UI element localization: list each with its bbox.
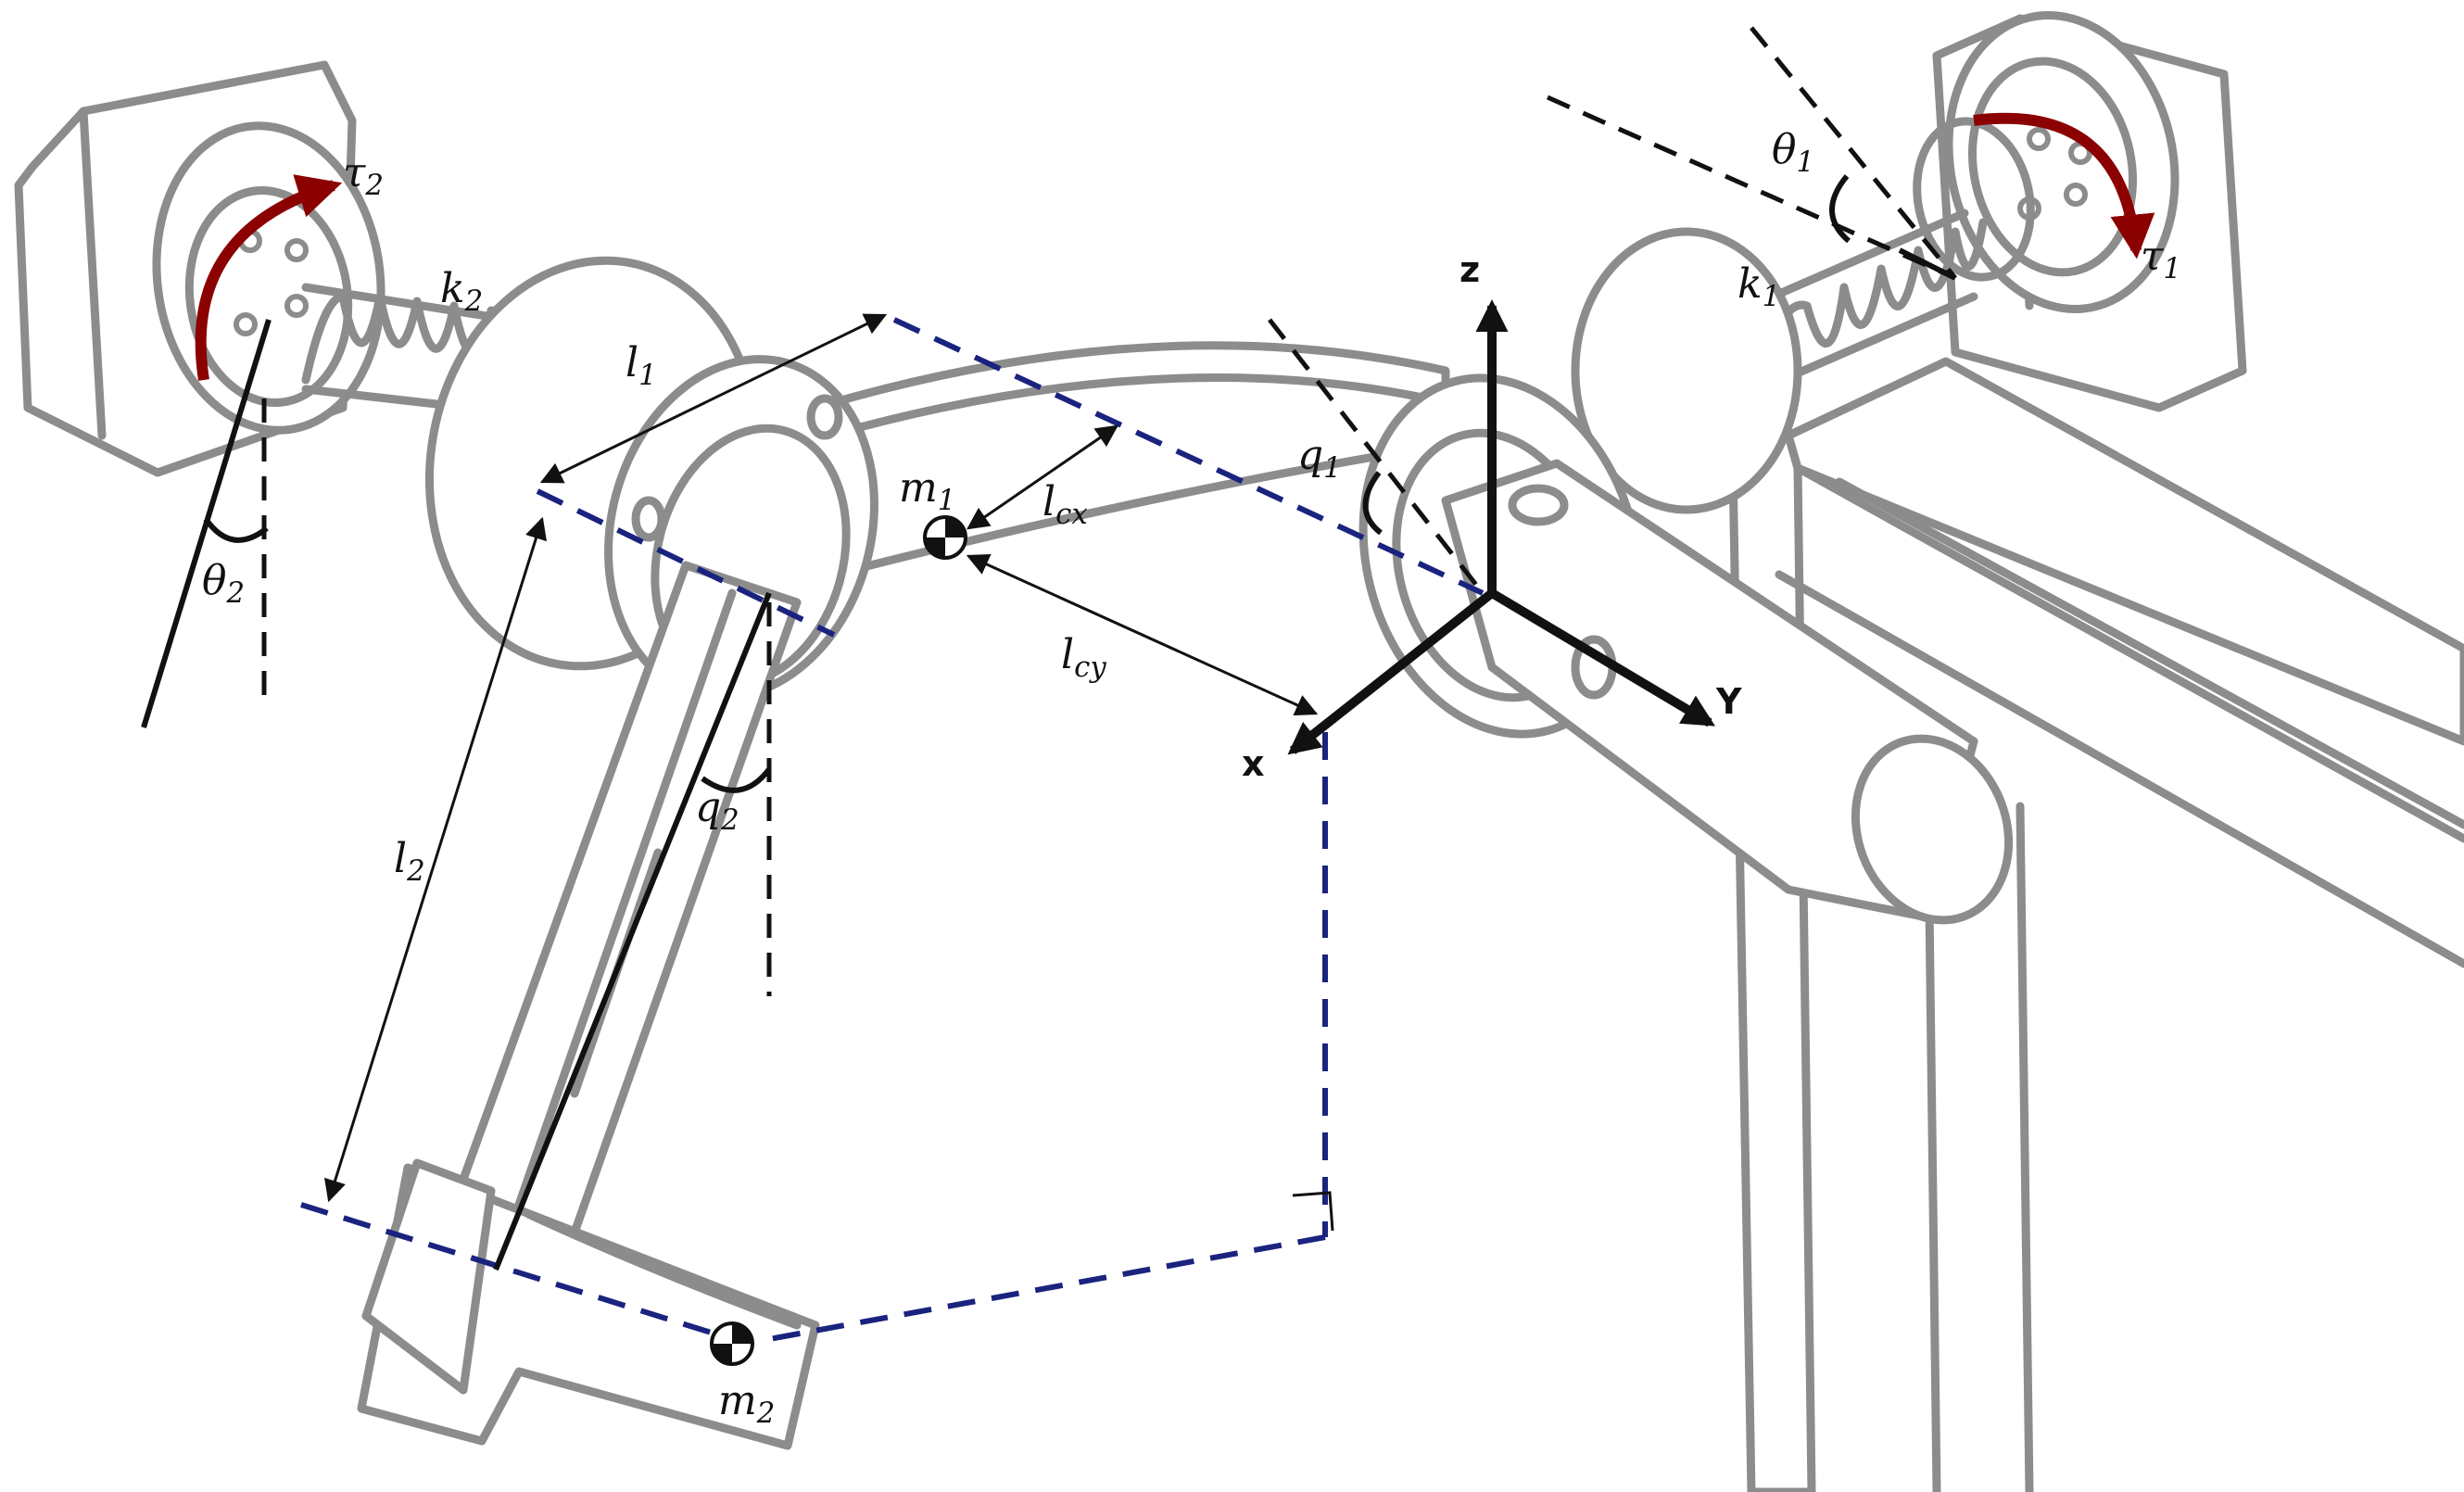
m2-label: m2 bbox=[718, 1377, 776, 1431]
tau2-label: τ2 bbox=[343, 149, 384, 203]
y-axis bbox=[1489, 588, 1716, 727]
theta2-label: θ2 bbox=[202, 557, 246, 611]
coordinate-axes bbox=[1287, 299, 1716, 755]
k1-label: k1 bbox=[1737, 260, 1781, 314]
lcx-dimension bbox=[967, 424, 1118, 530]
m1-label: m1 bbox=[899, 464, 956, 518]
link-2 bbox=[357, 561, 820, 1450]
motor-1 bbox=[1913, 11, 2247, 412]
lcy-label: lcy bbox=[1061, 631, 1106, 685]
lcy-dimension bbox=[966, 553, 1319, 716]
torque-arrow-icon bbox=[195, 112, 2155, 381]
dimension-arrows bbox=[323, 313, 1319, 1203]
y-axis-label: Y bbox=[1716, 681, 1742, 722]
lcx-label: lcx bbox=[1042, 478, 1088, 532]
theta1-label: θ1 bbox=[1772, 126, 1815, 180]
z-axis-label: z bbox=[1459, 249, 1481, 290]
q2-label: q2 bbox=[695, 784, 739, 838]
construction-lines bbox=[261, 26, 1957, 1342]
q1-label: q1 bbox=[1297, 432, 1342, 486]
center-of-mass-icon bbox=[923, 515, 967, 560]
center-of-mass-icon bbox=[710, 1321, 754, 1366]
l1-dimension bbox=[539, 313, 888, 484]
l1-label: l1 bbox=[625, 339, 657, 393]
l2-label: l2 bbox=[394, 835, 425, 889]
tau1-label: τ1 bbox=[2141, 233, 2181, 286]
x-axis-label: x bbox=[1242, 743, 1265, 784]
output-link bbox=[1441, 459, 2014, 925]
base-frame bbox=[1728, 357, 2464, 1492]
l2-dimension bbox=[323, 516, 548, 1203]
x-axis bbox=[1287, 589, 1496, 755]
motor-2 bbox=[14, 60, 385, 477]
k2-label: k2 bbox=[440, 265, 484, 319]
